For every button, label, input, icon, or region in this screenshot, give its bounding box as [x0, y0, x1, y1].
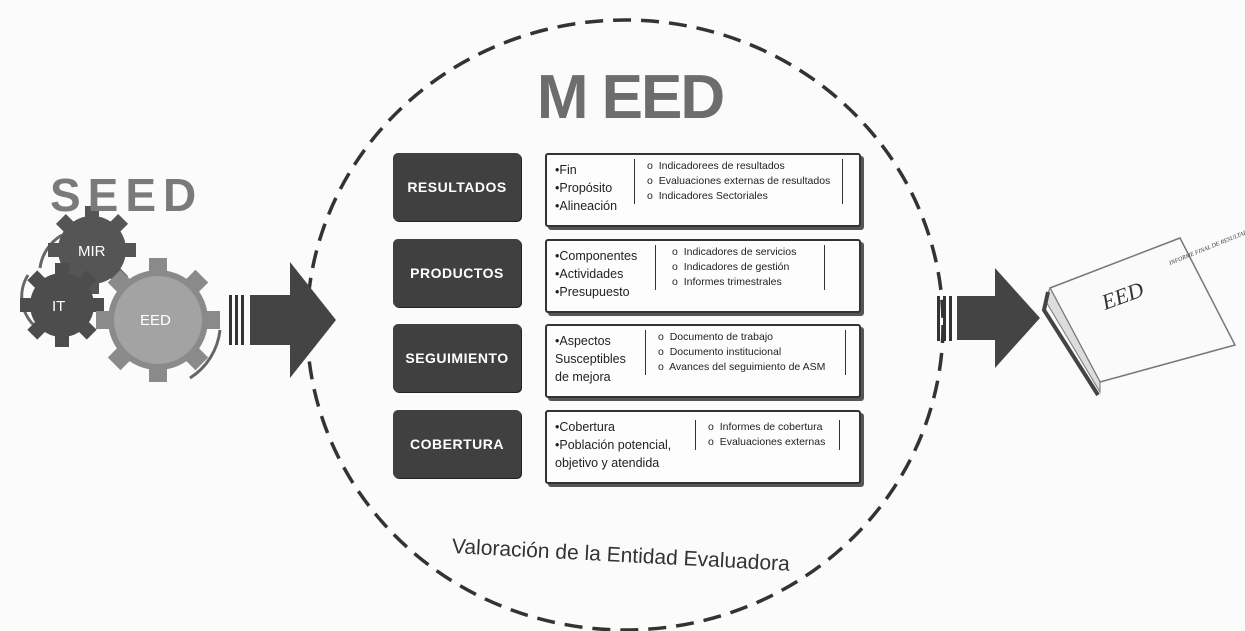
right-arrow-icon: [937, 268, 1040, 368]
row-label-seguimiento: SEGUIMIENTO: [393, 324, 521, 392]
row-label-productos: PRODUCTOS: [393, 239, 521, 307]
detail-item: Documento de trabajo: [658, 330, 825, 345]
right-arrow-icon: [229, 262, 336, 378]
row-items: Aspectos Susceptibles de mejora: [555, 332, 641, 386]
report-book-icon: EED INFORME FINAL DE RESULTADOS: [1041, 227, 1245, 397]
detail-item: Indicadores de gestión: [672, 260, 796, 275]
list-item: Fin: [555, 161, 617, 179]
list-item: Aspectos Susceptibles de mejora: [555, 332, 641, 386]
row-items: Fin Propósito Alineación: [555, 161, 617, 215]
gear-label-it: IT: [52, 298, 65, 315]
detail-item: Evaluaciones externas de resultados: [647, 174, 831, 189]
list-item: Alineación: [555, 197, 617, 215]
detail-item: Informes trimestrales: [672, 275, 796, 290]
row-details: Indicadores de servicios Indicadores de …: [655, 245, 826, 290]
detail-item: Evaluaciones externas: [708, 435, 826, 450]
meed-title: M EED: [536, 63, 725, 132]
row-items: Componentes Actividades Presupuesto: [555, 247, 637, 301]
detail-item: Indicadorees de resultados: [647, 159, 830, 174]
row-label-cobertura: COBERTURA: [393, 410, 521, 478]
list-item: Componentes: [555, 247, 637, 265]
detail-item: Avances del seguimiento de ASM: [658, 360, 825, 375]
row-label-resultados: RESULTADOS: [393, 153, 521, 221]
list-item: Actividades: [555, 265, 637, 283]
list-item: Población potencial, objetivo y atendida: [555, 436, 695, 472]
list-item: Propósito: [555, 179, 617, 197]
row-box-productos: Componentes Actividades Presupuesto Indi…: [545, 239, 861, 313]
row-box-seguimiento: Aspectos Susceptibles de mejora Document…: [545, 324, 861, 398]
row-details: Indicadorees de resultados Evaluaciones …: [634, 159, 844, 204]
detail-item: Documento institucional: [658, 345, 825, 360]
row-box-resultados: Fin Propósito Alineación Indicadorees de…: [545, 153, 861, 227]
gear-label-mir: MIR: [78, 243, 106, 260]
list-item: Presupuesto: [555, 283, 637, 301]
list-item: Cobertura: [555, 418, 695, 436]
seed-title: SEED: [50, 169, 204, 221]
gear-label-eed: EED: [140, 312, 171, 329]
row-box-cobertura: Cobertura Población potencial, objetivo …: [545, 410, 861, 484]
row-items: Cobertura Población potencial, objetivo …: [555, 418, 695, 472]
detail-item: Indicadores de servicios: [672, 245, 797, 260]
gear-icon: [96, 258, 220, 382]
detail-item: Informes de cobertura: [708, 420, 825, 435]
curved-arrow-icon: [189, 329, 222, 380]
row-details: Informes de cobertura Evaluaciones exter…: [695, 420, 841, 450]
curved-arrow-icon: [38, 233, 63, 269]
seed-gears: MIR IT EED: [20, 206, 222, 382]
row-details: Documento de trabajo Documento instituci…: [645, 330, 847, 375]
detail-item: Indicadores Sectoriales: [647, 189, 830, 204]
